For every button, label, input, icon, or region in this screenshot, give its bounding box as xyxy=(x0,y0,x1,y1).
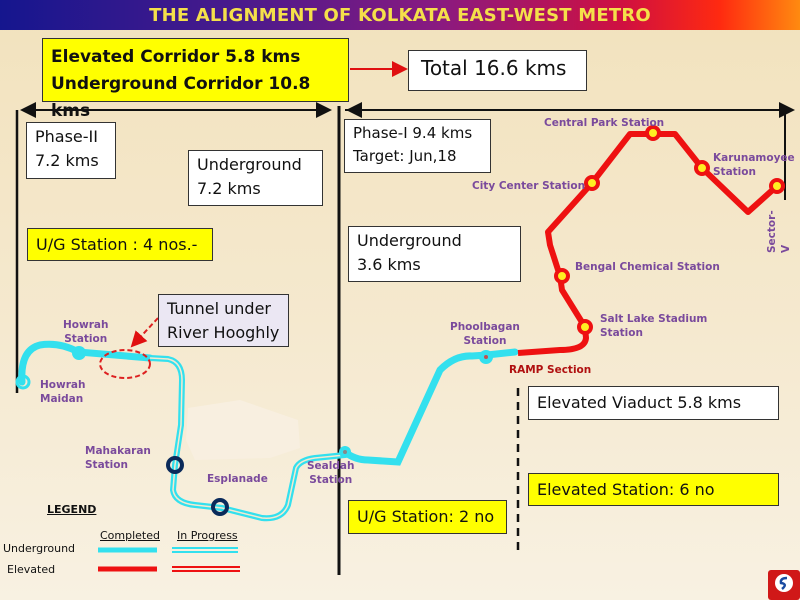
label-central-park: Central Park Station xyxy=(544,117,665,129)
corridor-summary-box: Elevated Corridor 5.8 kms Underground Co… xyxy=(42,38,349,121)
legend-in-progress: In Progress xyxy=(177,529,238,542)
phase2-underground-label: Underground xyxy=(197,155,302,174)
title-bar: THE ALIGNMENT OF KOLKATA EAST-WEST METRO xyxy=(0,0,800,30)
station-karunamoyee xyxy=(694,160,710,176)
legend-completed: Completed xyxy=(100,529,160,542)
tunnel-arrow xyxy=(130,317,159,348)
label-ramp-section: RAMP Section xyxy=(509,364,592,376)
legend-title: LEGEND xyxy=(47,503,97,516)
phase1-underground-length: 3.6 kms xyxy=(357,255,421,274)
tunnel-note-box: Tunnel under River Hooghly xyxy=(158,294,289,347)
elevated-completed xyxy=(517,131,780,356)
phase1-underground-box: Underground 3.6 kms xyxy=(348,226,521,282)
phase2-length: 7.2 kms xyxy=(35,151,99,170)
phase1-target: Target: Jun,18 xyxy=(353,147,457,165)
label-esplanade: Esplanade xyxy=(207,473,268,485)
tunnel-note-line1: Tunnel under xyxy=(167,299,271,318)
station-sector-v xyxy=(769,178,785,194)
phase1-name: Phase-I 9.4 kms xyxy=(353,124,473,142)
viaduct-text: Elevated Viaduct 5.8 kms xyxy=(537,393,742,412)
label-bengal-chemical: Bengal Chemical Station xyxy=(575,261,720,273)
kmrc-logo xyxy=(768,570,800,600)
phase1-ug-stations-box: U/G Station: 2 no xyxy=(348,500,507,534)
tunnel-highlight xyxy=(99,349,151,379)
phase2-stations-box: U/G Station : 4 nos.- xyxy=(27,228,213,261)
station-city-center xyxy=(584,175,600,191)
station-sealdah xyxy=(339,446,351,458)
blank-patch xyxy=(186,400,300,460)
phase2-underground-length: 7.2 kms xyxy=(197,179,261,198)
station-howrah-maidan xyxy=(15,374,31,390)
phase1-underground-label: Underground xyxy=(357,231,462,250)
total-box: Total 16.6 kms xyxy=(408,50,587,91)
station-phoolbagan xyxy=(479,350,493,364)
underground-completed-east xyxy=(341,348,519,466)
underground-in-progress xyxy=(149,355,346,522)
total-text: Total 16.6 kms xyxy=(421,56,567,80)
station-bengal-chemical xyxy=(554,268,570,284)
legend-underground: Underground xyxy=(3,542,76,555)
station-howrah xyxy=(72,346,86,360)
phase1-box: Phase-I 9.4 kms Target: Jun,18 xyxy=(344,119,491,173)
station-esplanade xyxy=(211,498,229,516)
elevated-stations-text: Elevated Station: 6 no xyxy=(537,480,715,499)
label-sector-v: Sector-V xyxy=(766,210,792,253)
phase2-box: Phase-II 7.2 kms xyxy=(26,122,116,179)
station-mahakaran xyxy=(166,456,184,474)
phase2-name: Phase-II xyxy=(35,127,98,146)
underground-corridor-text: Underground Corridor 10.8 kms xyxy=(51,74,311,121)
underground-completed-west xyxy=(18,340,154,386)
station-central-park xyxy=(645,125,661,141)
elevated-corridor-text: Elevated Corridor 5.8 kms xyxy=(51,47,301,67)
viaduct-box: Elevated Viaduct 5.8 kms xyxy=(528,386,779,420)
phase2-stations-text: U/G Station : 4 nos.- xyxy=(36,235,198,254)
phase2-underground-box: Underground 7.2 kms xyxy=(188,150,323,206)
legend-elevated: Elevated xyxy=(7,563,56,576)
station-salt-lake xyxy=(577,319,593,335)
tunnel-note-line2: River Hooghly xyxy=(167,323,280,342)
phase1-ug-stations-text: U/G Station: 2 no xyxy=(357,507,495,526)
elevated-stations-box: Elevated Station: 6 no xyxy=(528,473,779,506)
label-city-center: City Center Station xyxy=(472,180,586,192)
page-title: THE ALIGNMENT OF KOLKATA EAST-WEST METRO xyxy=(149,4,651,26)
